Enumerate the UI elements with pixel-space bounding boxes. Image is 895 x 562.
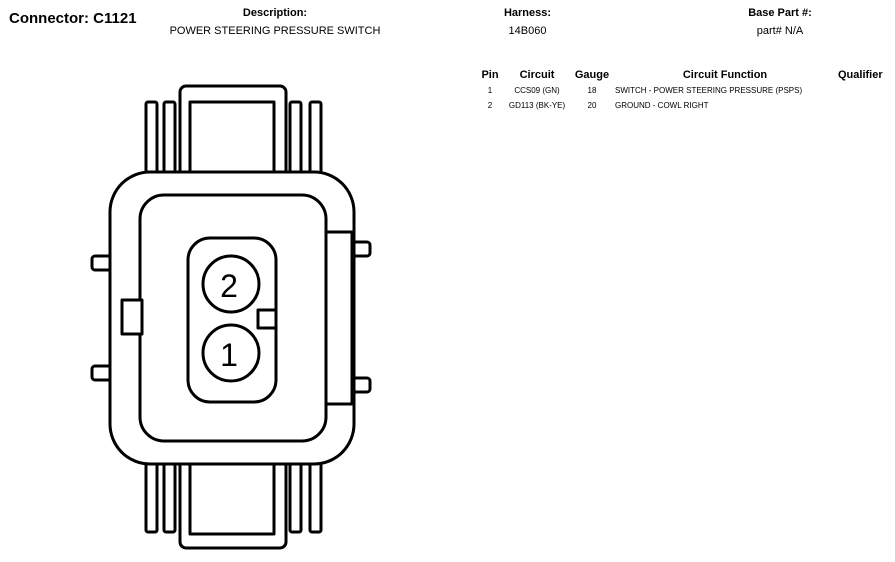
- description-value: POWER STEERING PRESSURE SWITCH: [169, 25, 381, 37]
- harness-header: Harness:: [503, 7, 552, 19]
- pin-2-circle: [201, 254, 261, 314]
- qualifier-column-header: Qualifier: [838, 69, 883, 81]
- base-part-header: Base Part #:: [748, 7, 812, 19]
- right-key-channel: [324, 230, 354, 406]
- pin-1-circle: [201, 323, 261, 383]
- pin-2-label: 2: [220, 268, 238, 304]
- cavity-key: [256, 308, 278, 330]
- connector-title: Connector: C1121: [9, 10, 137, 27]
- row-pin: 1: [487, 86, 493, 95]
- description-header: Description:: [242, 7, 308, 19]
- row-gauge: 18: [587, 86, 597, 95]
- gauge-column-header: Gauge: [574, 69, 610, 81]
- top-latch-window: [188, 100, 276, 174]
- base-part-value: part# N/A: [756, 25, 804, 37]
- circuit-column-header: Circuit: [519, 69, 555, 81]
- harness-value: 14B060: [508, 25, 547, 37]
- function-column-header: Circuit Function: [682, 69, 768, 81]
- row-function: GROUND - COWL RIGHT: [615, 101, 709, 110]
- pin-column-header: Pin: [481, 69, 499, 81]
- row-circuit: CCS09 (GN): [514, 86, 560, 95]
- pin-1-label: 1: [220, 337, 238, 373]
- row-function: SWITCH - POWER STEERING PRESSURE (PSPS): [615, 86, 803, 95]
- row-circuit: GD113 (BK-YE): [508, 101, 566, 110]
- bottom-latch-window: [188, 460, 276, 536]
- left-key-tab: [120, 298, 144, 336]
- row-pin: 2: [487, 101, 493, 110]
- row-gauge: 20: [587, 101, 597, 110]
